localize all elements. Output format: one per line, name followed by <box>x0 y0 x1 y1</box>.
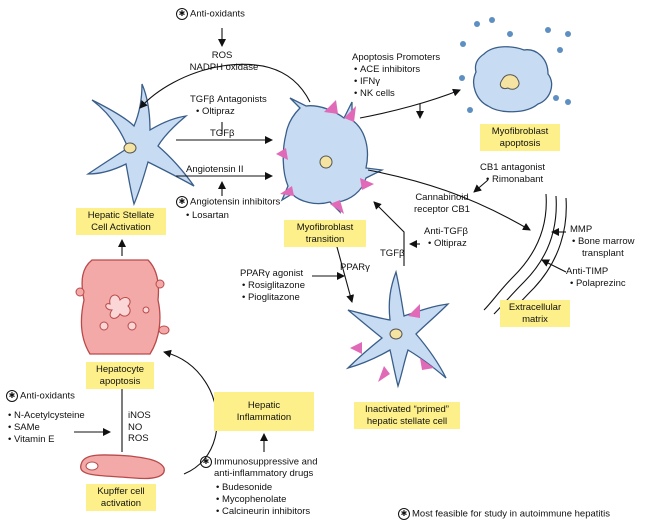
hepatic-stellate-cell <box>85 83 195 207</box>
asterisk-icon: ✱ <box>176 196 188 208</box>
tgfb-arrow-label: TGFβ <box>210 128 235 139</box>
hsc-activation-line: Cell Activation <box>91 221 151 233</box>
inos-line: iNOS <box>128 410 151 421</box>
myofibroblast-apoptosis-label: Myofibroblast apoptosis <box>480 124 560 151</box>
cannabinoid-label: Cannabinoid receptor CB1 <box>406 192 478 215</box>
cb1-antagonist-item: Rimonabant <box>486 174 543 186</box>
antioxidants-left-label: Anti-oxidants <box>20 390 75 402</box>
kupffer-line: activation <box>100 497 142 509</box>
ecm-line: Extracellular <box>508 302 562 313</box>
hepatic-inflammation-line: Hepatic <box>247 400 281 411</box>
myofibroblast-apoptosis-cell <box>459 17 571 113</box>
immuno-title: ✱Immunosuppressive and <box>200 456 318 468</box>
anti-tgfb-item: Oltipraz <box>428 238 467 250</box>
ros-label: ROS <box>211 50 233 61</box>
apoptosis-promoters-title: Apoptosis Promoters <box>352 52 441 63</box>
ppar-agonist-item: Pioglitazone <box>242 292 300 304</box>
anti-timp-title: Anti-TIMP <box>566 266 609 277</box>
asterisk-icon: ✱ <box>398 508 410 520</box>
kupffer-label: Kupffer cell activation <box>86 484 156 511</box>
apoptosis-promoter-item: IFNγ <box>354 76 380 88</box>
myofibroblast-apoptosis-line: apoptosis <box>499 137 541 149</box>
hepatocyte-apoptosis-label: Hepatocyte apoptosis <box>86 362 154 389</box>
antioxidant-item: Vitamin E <box>8 434 54 446</box>
asterisk-icon: ✱ <box>6 390 18 402</box>
hsc-activation-line: Hepatic Stellate <box>87 210 155 221</box>
antioxidants-left-title: ✱Anti-oxidants <box>6 390 75 402</box>
antioxidant-item: N-Acetylcysteine <box>8 410 85 422</box>
cannabinoid-line: Cannabinoid <box>415 192 469 203</box>
ppar-agonist-item: Rosiglitazone <box>242 280 305 292</box>
kupffer-cell <box>80 454 165 480</box>
inactivated-line: Inactivated “primed” <box>365 404 449 415</box>
footnote: ✱Most feasible for study in autoimmune h… <box>398 508 610 520</box>
apoptosis-promoter-item: ACE inhibitors <box>354 64 420 76</box>
inos-line: NO <box>128 421 143 433</box>
mmp-item: transplant <box>582 248 624 259</box>
tgfb-label: TGFβ <box>380 248 405 259</box>
nadph-label: NADPH oxidase <box>189 62 259 73</box>
antioxidant-item: SAMe <box>8 422 40 434</box>
inactivated-line: hepatic stellate cell <box>366 415 448 427</box>
anti-tgfb-title: Anti-TGFβ <box>424 226 468 237</box>
mmp-title: MMP <box>570 224 593 235</box>
inactivated-hsc-cell <box>345 269 450 389</box>
tgfb-antagonists-item: Oltipraz <box>196 106 235 118</box>
apoptosis-promoter-item: NK cells <box>354 88 395 100</box>
inos-line: ROS <box>128 433 149 444</box>
myofibroblast-transition-line: transition <box>305 233 345 245</box>
immuno-title-line: anti-inflammatory drugs <box>214 468 314 479</box>
ppar-label: PPARγ <box>340 262 370 273</box>
myofibroblast-apoptosis-line: Myofibroblast <box>491 126 549 137</box>
cannabinoid-line: receptor CB1 <box>414 203 470 215</box>
antioxidants-top: ✱Anti-oxidants <box>176 8 245 20</box>
hepatic-inflammation-line: Inflammation <box>236 411 292 423</box>
hepatocyte-apoptosis-line: Hepatocyte <box>95 364 145 375</box>
inos-block: iNOS NO ROS <box>128 410 151 445</box>
ecm-label: Extracellular matrix <box>500 300 570 327</box>
immuno-item: Mycophenolate <box>216 494 286 506</box>
cb1-antagonist-title: CB1 antagonist <box>480 162 545 173</box>
immuno-title-line: Immunosuppressive and <box>214 456 318 468</box>
hepatocyte-apoptosis-line: apoptosis <box>99 375 141 387</box>
angio-inhibitors-title-label: Angiotensin inhibitors <box>190 196 281 208</box>
angio-inhibitors-title: ✱Angiotensin inhibitors <box>176 196 280 208</box>
hepatocyte-cell <box>75 259 170 355</box>
anti-timp-item: Polaprezinc <box>570 278 626 290</box>
ecm-line: matrix <box>522 313 548 325</box>
tgfb-antagonists-title: TGFβ Antagonists <box>190 94 267 105</box>
angio-inhibitors-item: Losartan <box>186 210 229 222</box>
angiotensin-label: Angiotensin II <box>186 164 244 175</box>
myofibroblast-transition-line: Myofibroblast <box>296 222 354 233</box>
ppar-agonist-title: PPARγ agonist <box>240 268 304 279</box>
footnote-text: Most feasible for study in autoimmune he… <box>412 508 611 520</box>
myofibroblast-cell <box>276 97 385 214</box>
asterisk-icon: ✱ <box>200 456 212 468</box>
kupffer-line: Kupffer cell <box>97 486 145 497</box>
asterisk-icon: ✱ <box>176 8 188 20</box>
hsc-activation-label: Hepatic Stellate Cell Activation <box>76 208 166 235</box>
mmp-item: Bone marrow <box>572 236 635 248</box>
inactivated-hsc-label: Inactivated “primed” hepatic stellate ce… <box>354 402 460 429</box>
hepatic-inflammation-label: Hepatic Inflammation <box>214 392 314 431</box>
antioxidants-top-label: Anti-oxidants <box>190 8 245 20</box>
immuno-item: Calcineurin inhibitors <box>216 506 310 518</box>
diagram-arrows <box>74 28 567 475</box>
myofibroblast-transition-label: Myofibroblast transition <box>284 220 366 247</box>
immuno-item: Budesonide <box>216 482 272 494</box>
